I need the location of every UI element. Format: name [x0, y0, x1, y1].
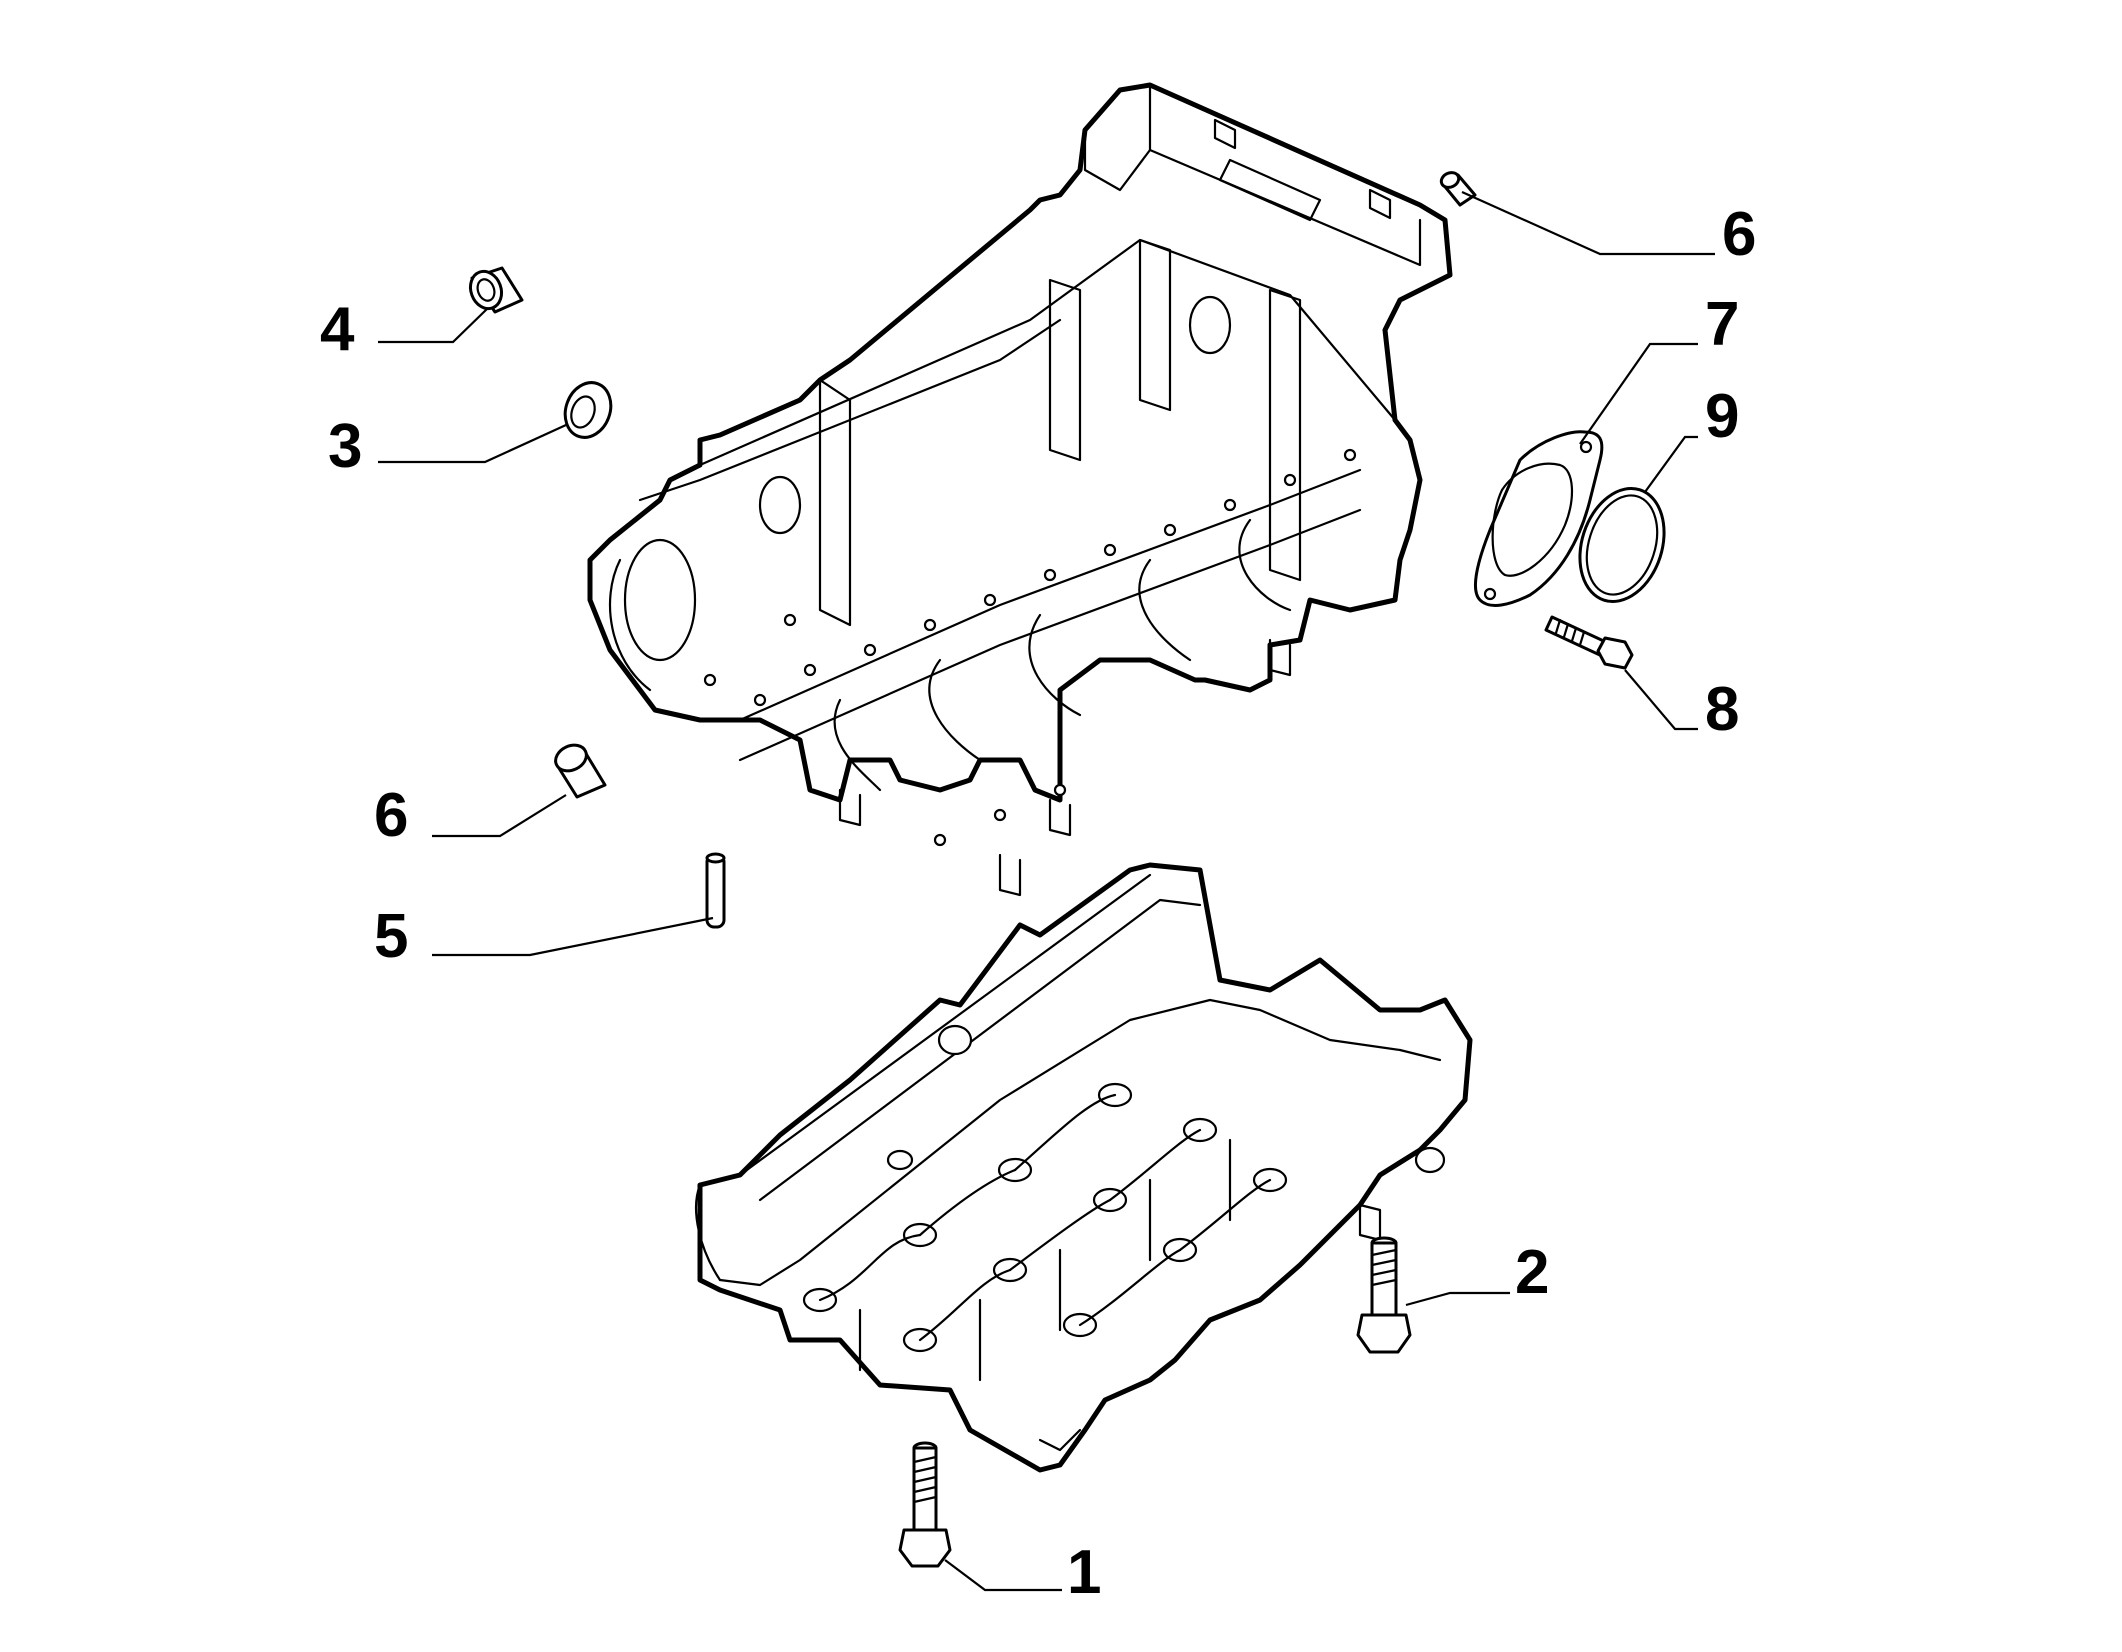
- cylinder-block: [587, 82, 1453, 897]
- bedplate: [694, 862, 1473, 1473]
- part-7-cover-plate: [1473, 430, 1604, 607]
- part-4-bushing: [468, 266, 524, 314]
- part-6-sleeve-left: [554, 743, 607, 799]
- part-5-pin: [705, 852, 726, 929]
- callout-6-left: 6: [374, 781, 408, 850]
- callout-1: 1: [1067, 1538, 1101, 1607]
- callout-8: 8: [1705, 675, 1739, 744]
- callout-6-top: 6: [1722, 200, 1756, 269]
- callout-2: 2: [1515, 1238, 1549, 1307]
- part-1-bolt: [898, 1441, 952, 1568]
- part-9-o-ring: [1578, 486, 1666, 604]
- leader-lines: [378, 190, 1715, 1592]
- part-8-bolt: [1544, 615, 1634, 670]
- callout-4: 4: [320, 295, 355, 364]
- callout-7: 7: [1705, 290, 1739, 359]
- part-3-seal: [563, 381, 613, 439]
- callout-labels: 4 3 6 5 6 7 9 8 2 1: [320, 200, 1756, 1607]
- callout-9: 9: [1705, 382, 1739, 451]
- callout-5: 5: [374, 902, 408, 971]
- part-6-dowel-top: [1439, 171, 1477, 207]
- part-2-bolt: [1356, 1236, 1412, 1354]
- callout-3: 3: [328, 412, 362, 481]
